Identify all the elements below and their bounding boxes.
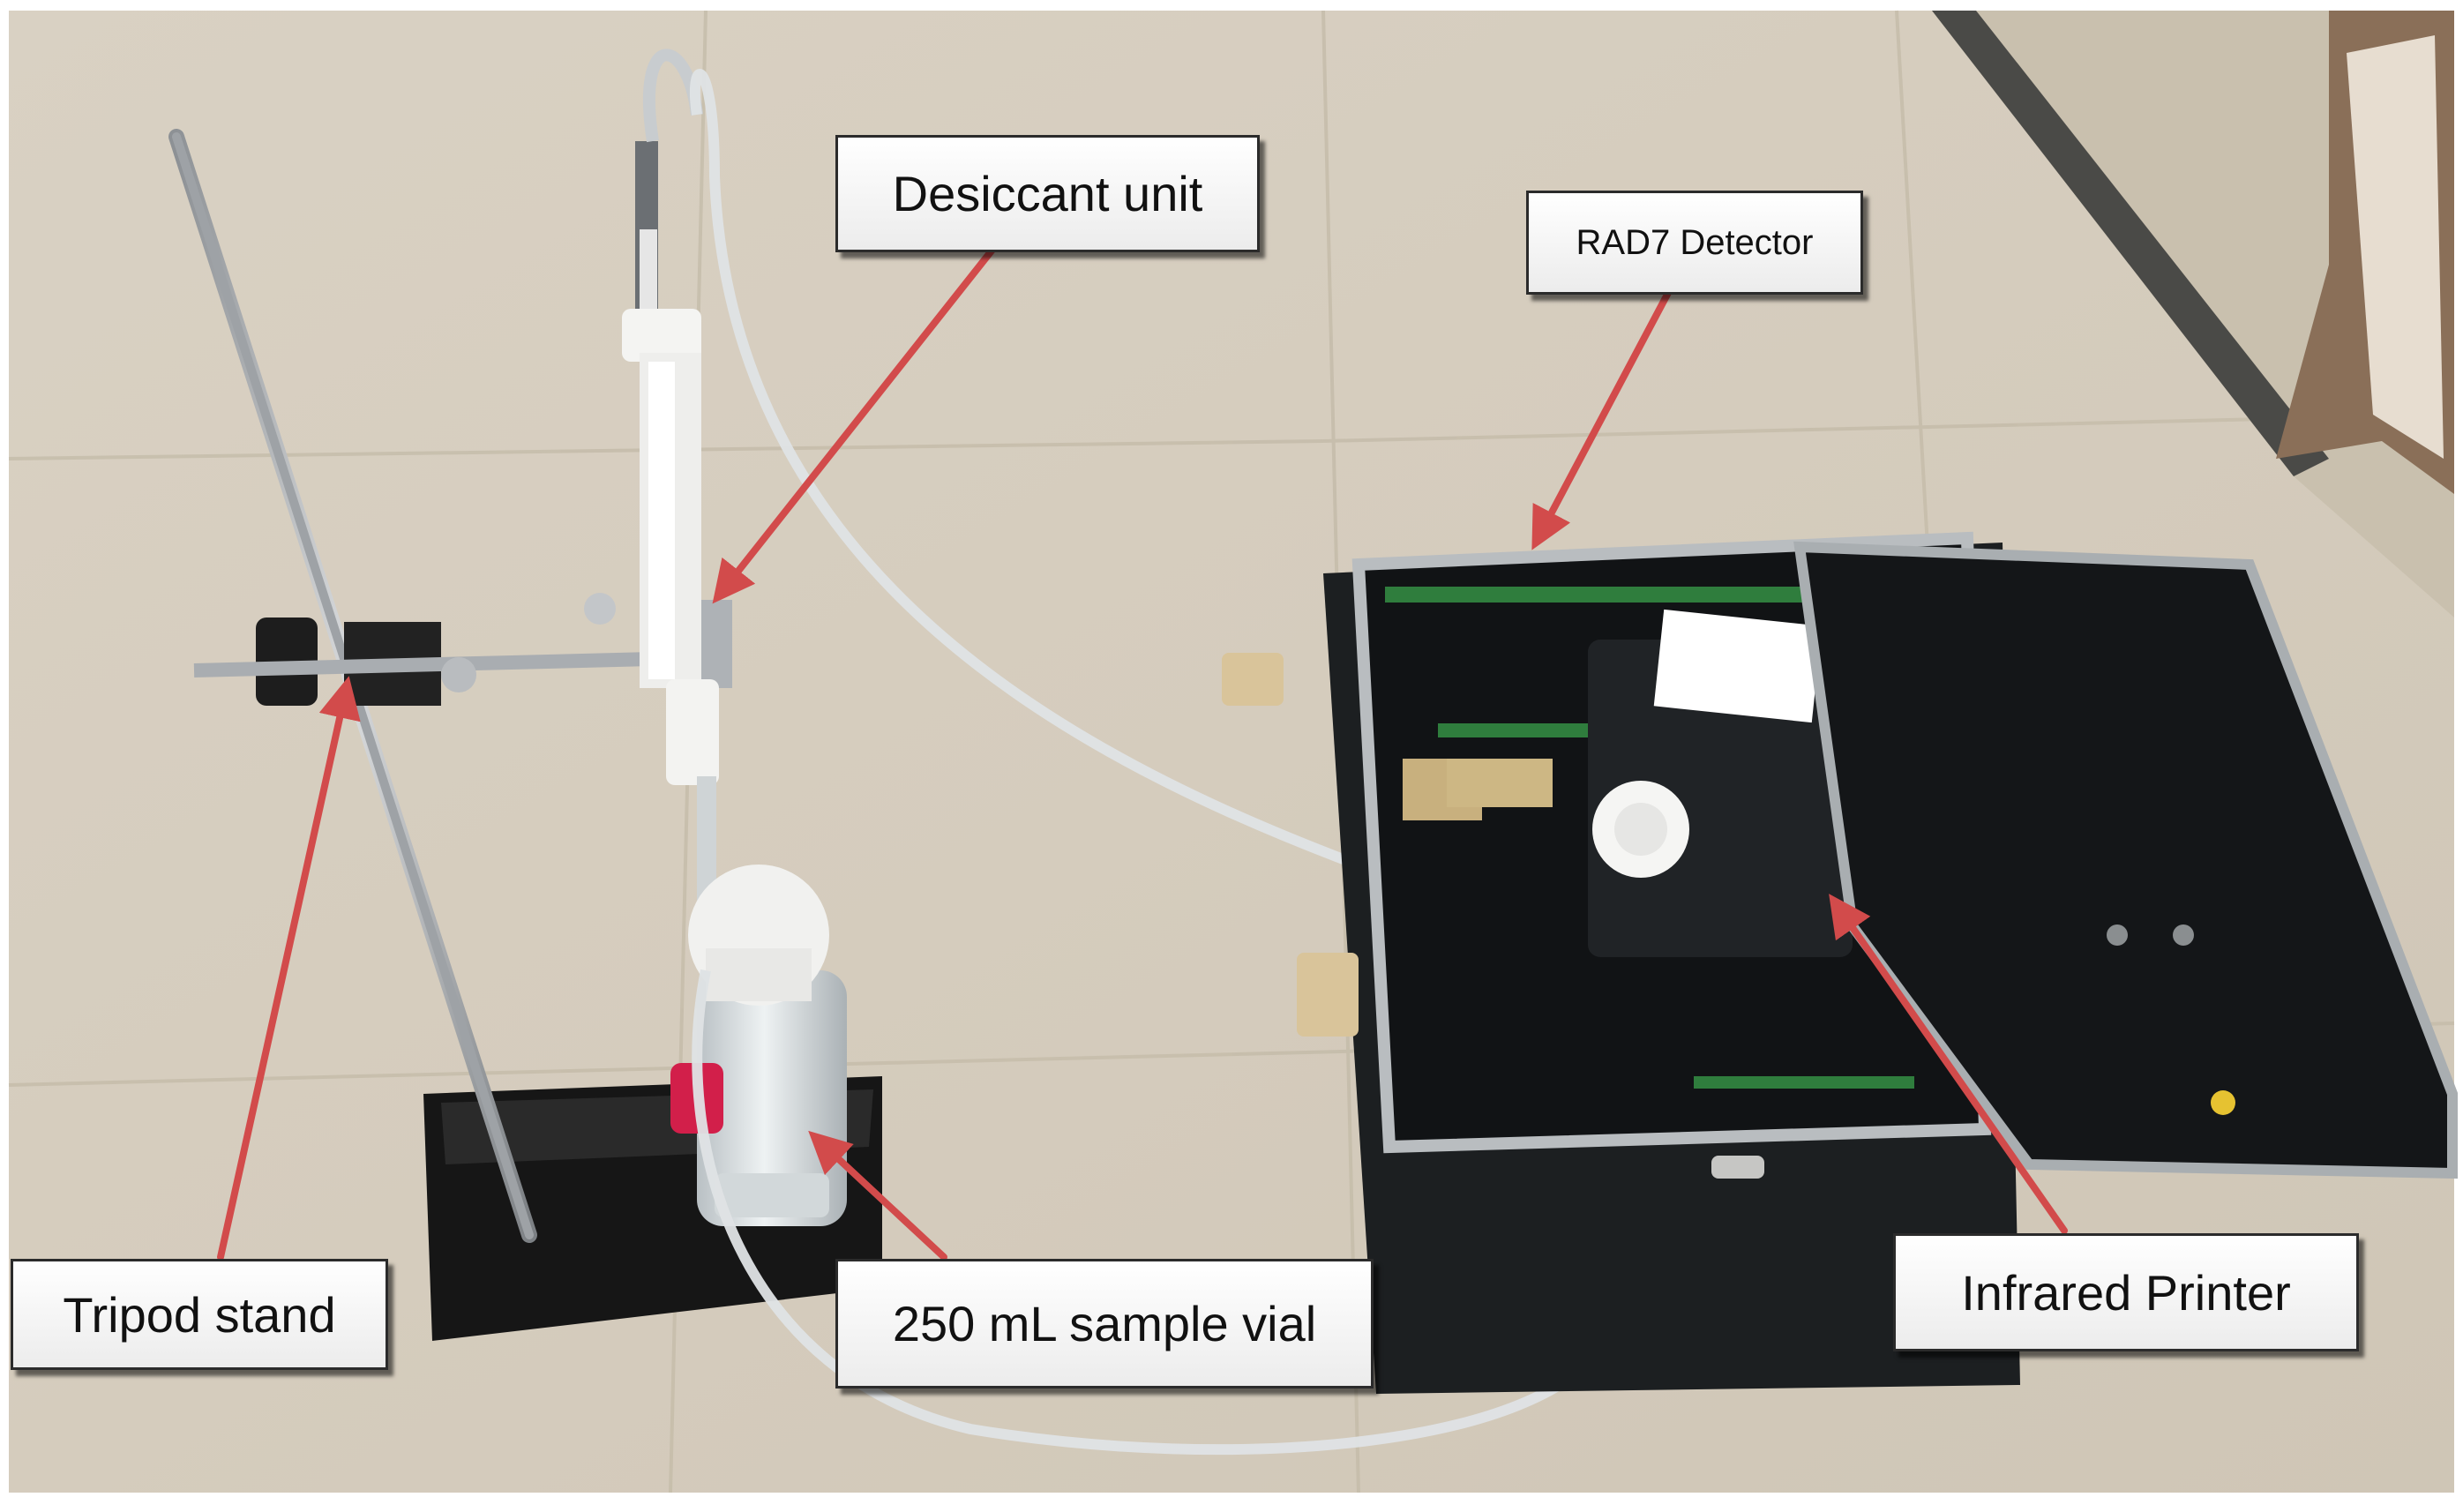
arrow-rad7 (1531, 288, 1673, 550)
label-infrared-printer: Infrared Printer (1893, 1233, 2359, 1351)
arrow-desiccant (712, 246, 996, 604)
doorway (1932, 11, 2454, 618)
annotation-arrows (217, 246, 2068, 1261)
arrow-tripod (217, 676, 361, 1261)
label-rad7-detector: RAD7 Detector (1526, 191, 1863, 295)
label-sample-vial: 250 mL sample vial (835, 1259, 1374, 1388)
label-desiccant-unit: Desiccant unit (835, 135, 1260, 252)
desiccant-column (622, 49, 719, 909)
arrow-vial (808, 1130, 947, 1261)
rad7-case (1222, 531, 2458, 1394)
label-tripod-stand: Tripod stand (11, 1259, 388, 1370)
arrow-printer (1829, 894, 2068, 1234)
